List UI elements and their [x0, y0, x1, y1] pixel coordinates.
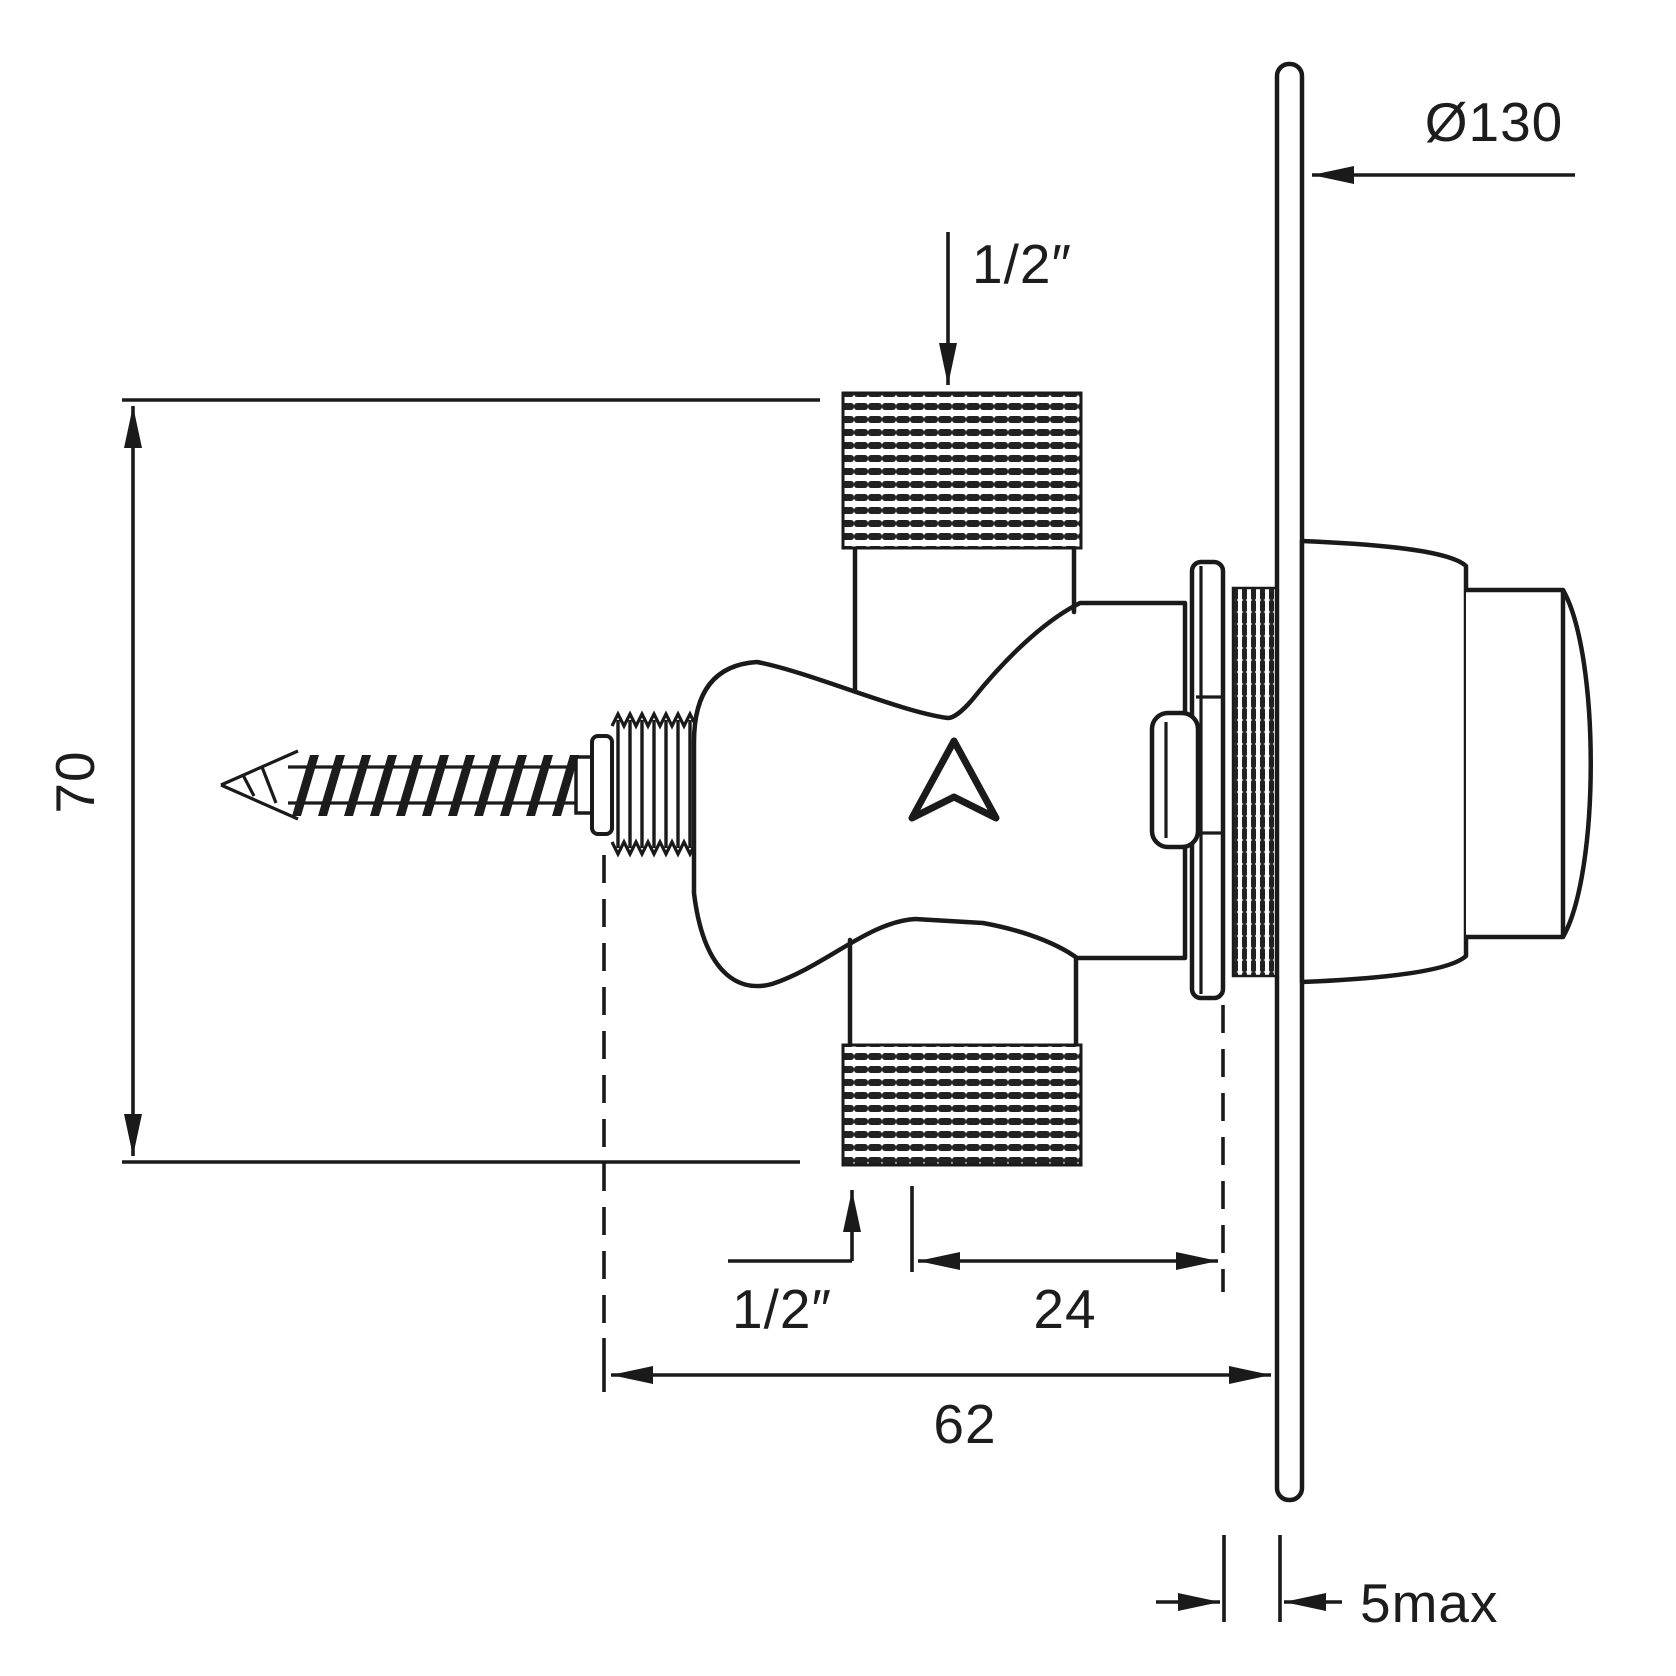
dimension-62: 62 [602, 1338, 1271, 1455]
fixing-screw [220, 710, 696, 858]
dimension-62-label: 62 [933, 1393, 996, 1455]
escutcheon-dome [1299, 538, 1469, 985]
dimension-24: 24 [910, 1186, 1218, 1340]
dimension-plate-diameter: Ø130 [1312, 91, 1575, 184]
dimension-5max: 5max [1156, 1535, 1499, 1634]
dimension-inlet-half-inch: 1/2″ [939, 232, 1072, 385]
dimension-70: 70 [44, 398, 820, 1164]
brand-logo-icon [908, 737, 1000, 822]
inlet-pipe-threads [841, 391, 1083, 550]
dimension-diameter-label: Ø130 [1425, 91, 1564, 153]
screw-stud-threads [610, 710, 696, 858]
dimension-outlet-label: 1/2″ [732, 1278, 832, 1340]
dimension-outlet-half-inch: 1/2″ [728, 1190, 861, 1340]
dimension-70-label: 70 [44, 750, 106, 813]
screw-collar [590, 734, 614, 836]
dimension-24-label: 24 [1033, 1278, 1096, 1340]
outlet-pipe-threads [841, 1043, 1083, 1167]
dimension-inlet-label: 1/2″ [972, 233, 1072, 295]
dimension-5max-label: 5max [1360, 1572, 1499, 1634]
push-button [1466, 587, 1593, 940]
clamp-lug [1149, 710, 1201, 850]
wall-passage-threads [1231, 586, 1280, 978]
wall-plate [1274, 61, 1305, 1503]
